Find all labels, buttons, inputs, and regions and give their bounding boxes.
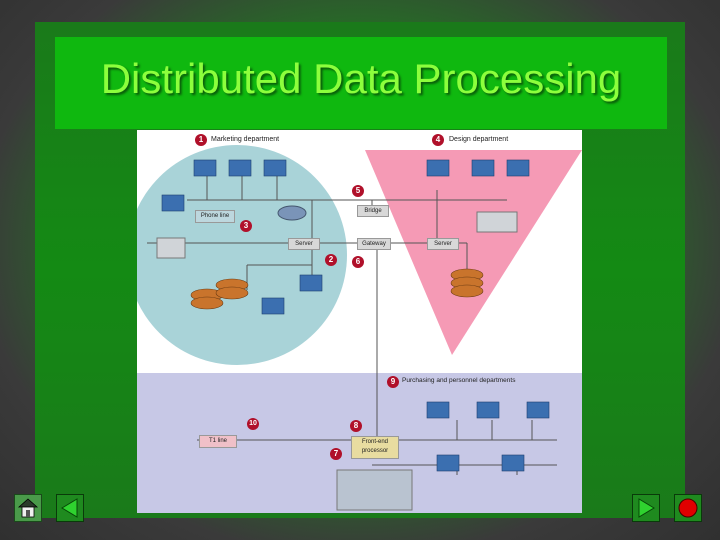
design-area: [365, 150, 582, 355]
computer-icon: [471, 159, 495, 177]
phone-line-box: Phone line: [195, 210, 235, 223]
forward-button[interactable]: [632, 494, 660, 522]
marker-8: 8: [350, 420, 362, 432]
forward-arrow-icon: [638, 498, 655, 518]
computer-icon: [436, 454, 460, 472]
marker-9: 9: [387, 376, 399, 388]
computer-icon: [261, 297, 285, 315]
home-button[interactable]: [14, 494, 42, 522]
back-button[interactable]: [56, 494, 84, 522]
computer-icon: [501, 454, 525, 472]
marker-4: 4: [432, 134, 444, 146]
computer-icons: [161, 159, 550, 472]
stop-button[interactable]: [674, 494, 702, 522]
computer-icon: [228, 159, 252, 177]
disk-stack-icons: [190, 268, 484, 310]
gateway-box: Gateway: [357, 238, 391, 250]
computer-icon: [506, 159, 530, 177]
marker-7: 7: [330, 448, 342, 460]
computer-icon: [161, 194, 185, 212]
computer-icon: [476, 401, 500, 419]
bridge-box: Bridge: [357, 205, 389, 217]
marker-1: 1: [195, 134, 207, 146]
mainframe-icon: [336, 469, 413, 511]
modem-icon: [156, 237, 186, 259]
slide-title: Distributed Data Processing: [100, 55, 622, 102]
home-icon: [17, 498, 39, 518]
front-end-processor-box: Front-end processor: [351, 436, 399, 459]
design-label: Design department: [449, 136, 509, 143]
computer-icon: [426, 159, 450, 177]
stop-icon: [678, 498, 698, 518]
router-icon: [277, 205, 307, 221]
server-left-box: Server: [288, 238, 320, 250]
marker-3: 3: [240, 220, 252, 232]
network-diagram: Marketing department Design department P…: [137, 130, 582, 513]
marker-6: 6: [352, 256, 364, 268]
computer-icon: [426, 401, 450, 419]
server-right-box: Server: [427, 238, 459, 250]
purchasing-label: Purchasing and personnel departments: [402, 377, 516, 384]
t1-line-box: T1 line: [199, 435, 237, 448]
marketing-label: Marketing department: [211, 136, 280, 143]
title-bar: Distributed Data Processing: [55, 37, 667, 129]
computer-icon: [526, 401, 550, 419]
back-arrow-icon: [61, 498, 78, 518]
computer-icon: [193, 159, 217, 177]
hub-icon: [476, 211, 518, 233]
marker-5: 5: [352, 185, 364, 197]
computer-icon: [299, 274, 323, 292]
marker-10: 10: [247, 418, 259, 430]
computer-icon: [263, 159, 287, 177]
marker-2: 2: [325, 254, 337, 266]
